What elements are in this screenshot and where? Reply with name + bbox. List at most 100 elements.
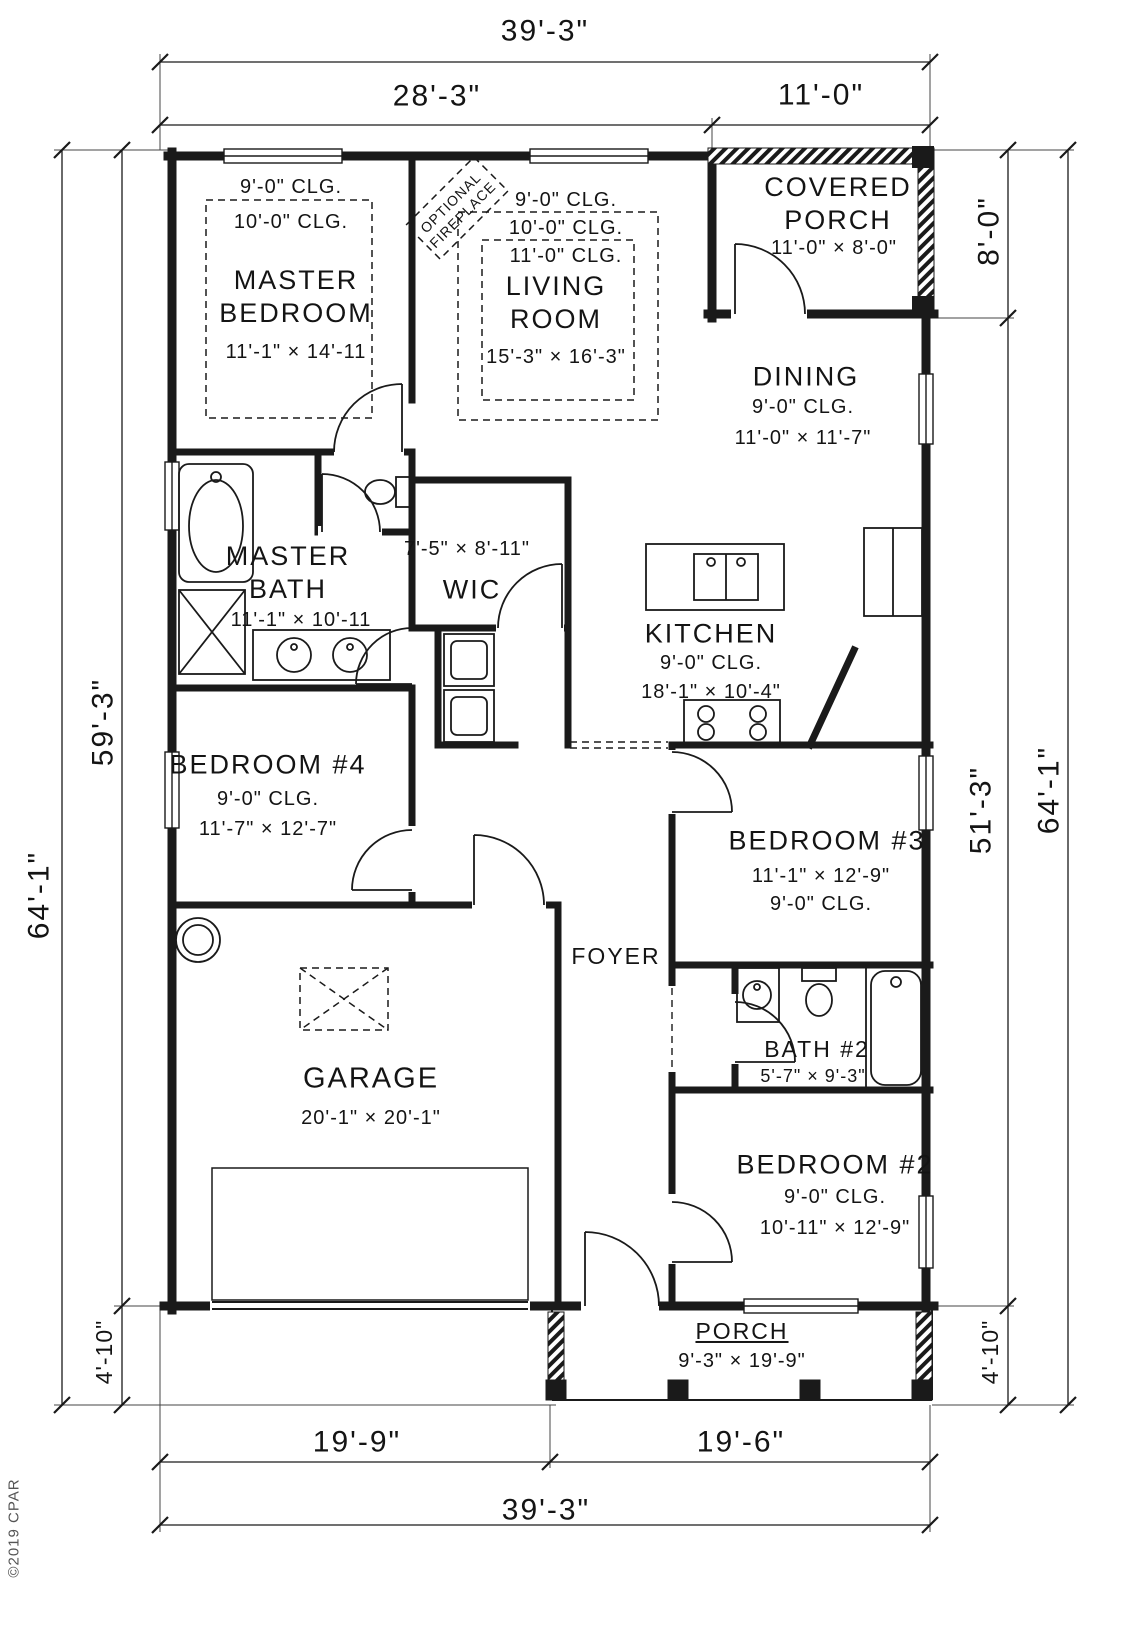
label-foyer: FOYER bbox=[571, 942, 661, 969]
label-living-room-size: 15'-3" × 16'-3" bbox=[486, 345, 626, 368]
label-dining-size: 11'-0" × 11'-7" bbox=[734, 426, 872, 449]
label-bedroom4: BEDROOM #4 bbox=[169, 749, 367, 780]
dim-left-main: 59'-3" bbox=[86, 677, 120, 767]
porch-door-icon bbox=[734, 243, 806, 315]
dim-right-main: 51'-3" bbox=[964, 765, 998, 855]
master-bath-door-icon bbox=[355, 627, 413, 685]
shower-icon bbox=[178, 589, 246, 675]
dim-top-left: 28'-3" bbox=[392, 79, 482, 113]
window-icon bbox=[918, 755, 934, 831]
porch-post-icon bbox=[912, 296, 934, 318]
window-icon bbox=[164, 461, 180, 531]
extension-lines bbox=[54, 54, 1074, 1532]
window-icon bbox=[918, 1195, 934, 1269]
window-icon bbox=[743, 1298, 859, 1314]
attic-access-icon bbox=[299, 967, 389, 1031]
porch-post-icon bbox=[911, 1379, 933, 1401]
dim-right-porch: 8'-0" bbox=[972, 196, 1006, 266]
toilet-icon bbox=[364, 476, 411, 508]
porch-post-icon bbox=[667, 1379, 689, 1401]
label-wic: WIC bbox=[442, 574, 502, 605]
label-kitchen: KITCHEN bbox=[644, 618, 778, 649]
dim-top-right: 11'-0" bbox=[777, 78, 865, 112]
washer-icon bbox=[443, 633, 495, 687]
dim-bottom-overall: 39'-3" bbox=[501, 1493, 591, 1527]
dryer-icon bbox=[443, 689, 495, 743]
island-icon bbox=[645, 543, 785, 611]
dim-right-porch-bottom: 4'-10" bbox=[976, 1319, 1003, 1385]
label-kitchen-size: 18'-1" × 10'-4" bbox=[641, 680, 781, 703]
ceiling-trays bbox=[205, 156, 659, 1031]
label-bedroom3-size: 11'-1" × 12'-9" bbox=[751, 864, 891, 887]
dimension-lines bbox=[53, 53, 1077, 1534]
garage-entry-door-icon bbox=[473, 834, 545, 906]
covered-porch-structure bbox=[707, 146, 935, 318]
master-bath-fixtures bbox=[178, 463, 411, 681]
label-bedroom4-size: 11'-7" × 12'-7" bbox=[198, 817, 338, 840]
label-covered-porch-size: 11'-0" × 8'-0" bbox=[770, 236, 898, 259]
label-covered-porch: COVERED PORCH bbox=[764, 172, 912, 235]
garage-door-icon bbox=[211, 1167, 529, 1310]
label-master-bedroom-size: 11'-1" × 14'-11 bbox=[225, 340, 367, 363]
double-vanity-icon bbox=[252, 629, 391, 681]
bathtub-icon bbox=[865, 965, 927, 1091]
label-master-bedroom-clg-b: 10'-0" CLG. bbox=[233, 210, 349, 233]
kitchen-fixtures bbox=[645, 527, 923, 745]
optional-fireplace-icon bbox=[405, 156, 509, 260]
label-master-bedroom-clg-a: 9'-0" CLG. bbox=[239, 175, 343, 198]
label-dining-clg: 9'-0" CLG. bbox=[751, 395, 855, 418]
porch-post-icon bbox=[799, 1379, 821, 1401]
window-icon bbox=[529, 148, 649, 164]
toilet-icon bbox=[801, 967, 837, 1017]
bathtub-icon bbox=[178, 463, 254, 583]
window-icon bbox=[918, 373, 934, 445]
windows bbox=[164, 148, 934, 1314]
label-bedroom3: BEDROOM #3 bbox=[728, 825, 926, 856]
label-living-room: LIVING ROOM bbox=[505, 271, 607, 334]
porch-post-icon bbox=[545, 1379, 567, 1401]
label-dining: DINING bbox=[752, 361, 860, 392]
label-master-bath: MASTER BATH bbox=[225, 541, 351, 604]
laundry-fixtures bbox=[443, 633, 495, 743]
double-sink-icon bbox=[693, 553, 759, 601]
label-bedroom3-clg: 9'-0" CLG. bbox=[769, 892, 873, 915]
front-porch-structure bbox=[545, 1310, 933, 1401]
label-bath2-size: 5'-7" × 9'-3" bbox=[760, 1066, 866, 1087]
label-porch: PORCH bbox=[695, 1317, 789, 1344]
bedroom4-door-icon bbox=[351, 829, 413, 891]
label-master-bath-size: 11'-1" × 10'-11 bbox=[230, 608, 372, 631]
label-porch-size: 9'-3" × 19'-9" bbox=[678, 1349, 806, 1372]
label-garage: GARAGE bbox=[302, 1062, 440, 1095]
porch-post-icon bbox=[912, 146, 934, 168]
bedroom3-door-icon bbox=[671, 751, 733, 813]
label-bedroom2-clg: 9'-0" CLG. bbox=[783, 1185, 887, 1208]
water-closet-door-icon bbox=[321, 473, 381, 533]
label-bath2: BATH #2 bbox=[764, 1035, 870, 1062]
vanity-icon bbox=[736, 967, 780, 1023]
label-wic-size: 7'-5" × 8'-11" bbox=[403, 537, 531, 560]
dim-left-outer: 64'-1" bbox=[22, 850, 56, 940]
window-icon bbox=[164, 751, 180, 829]
label-living-room-clg-a: 9'-0" CLG. bbox=[514, 188, 618, 211]
bath2-fixtures bbox=[736, 965, 927, 1091]
dimension-ticks bbox=[53, 53, 1077, 1534]
wic-door-icon bbox=[497, 563, 563, 629]
doors bbox=[321, 243, 806, 1307]
bedroom2-door-icon bbox=[671, 1201, 733, 1263]
refrigerator-icon bbox=[863, 527, 923, 617]
dim-right-outer: 64'-1" bbox=[1032, 745, 1066, 835]
label-bedroom2-size: 10'-11" × 12'-9" bbox=[759, 1216, 911, 1239]
water-heater-icon bbox=[175, 917, 221, 963]
label-kitchen-clg: 9'-0" CLG. bbox=[659, 651, 763, 674]
master-bedroom-door-icon bbox=[333, 383, 403, 453]
dim-bottom-left: 19'-9" bbox=[312, 1425, 402, 1459]
label-master-bedroom: MASTER BEDROOM bbox=[219, 265, 373, 328]
front-door-icon bbox=[584, 1231, 660, 1307]
label-garage-size: 20'-1" × 20'-1" bbox=[301, 1106, 441, 1129]
garage-fixtures bbox=[175, 917, 221, 963]
cased-openings bbox=[570, 741, 673, 1070]
watermark: ©2019 CPAR bbox=[5, 1478, 23, 1578]
label-bedroom4-clg: 9'-0" CLG. bbox=[216, 787, 320, 810]
